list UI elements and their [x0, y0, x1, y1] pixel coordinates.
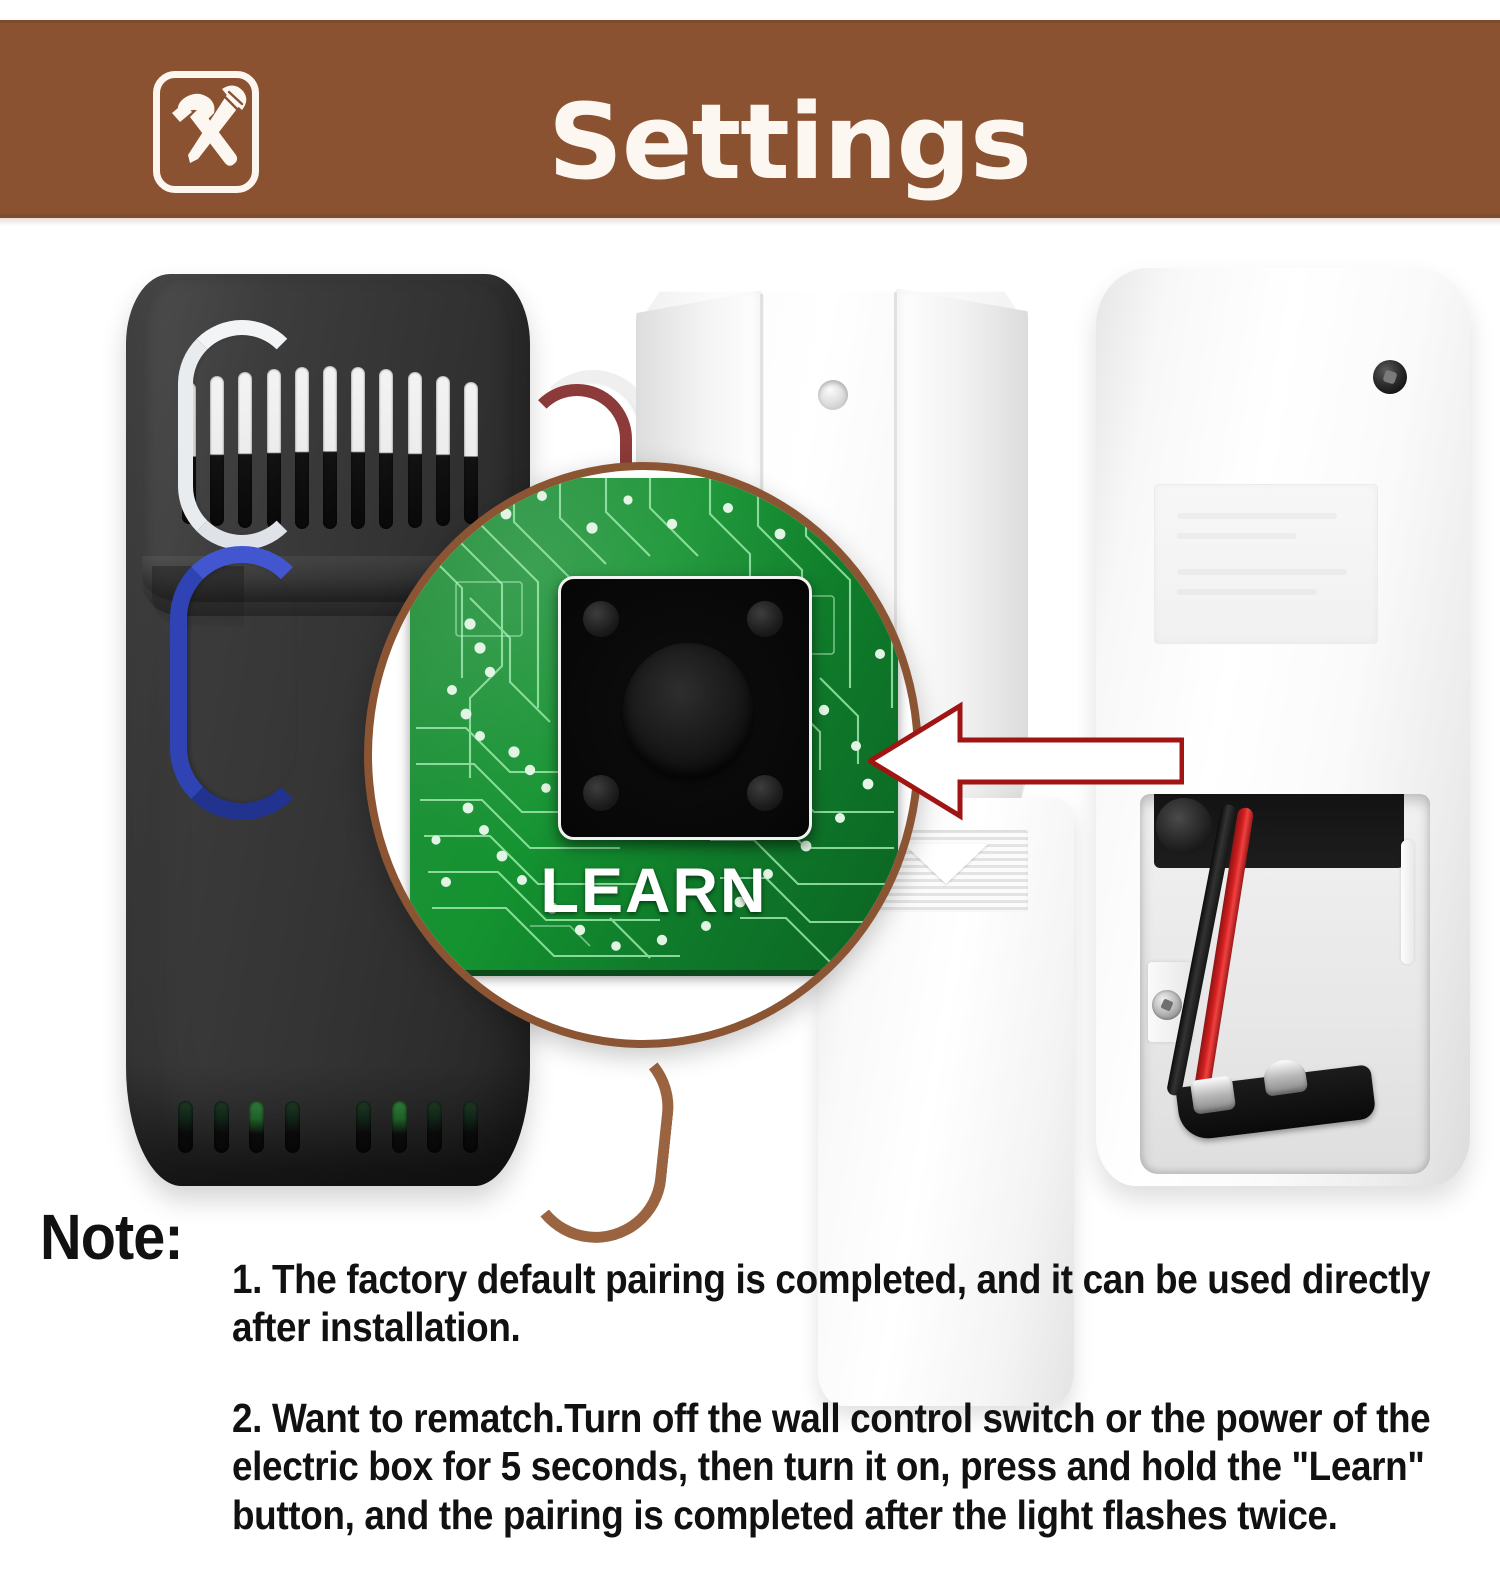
- pointer-arrow: [865, 686, 1185, 836]
- battery-snap-connector: [1175, 1057, 1377, 1146]
- bay-speaker-hole: [1156, 798, 1212, 854]
- receiver-bottom-vents: [178, 1096, 478, 1158]
- white-wire: [178, 320, 306, 550]
- page-title: Settings: [548, 81, 1032, 203]
- button-pad-top-left: [583, 601, 619, 637]
- note-item-1: 1. The factory default pairing is comple…: [232, 1256, 1431, 1351]
- bracket-screw-hole-top: [818, 380, 848, 410]
- learn-silkscreen-label: LEARN: [540, 856, 768, 926]
- note-item-2: 2. Want to rematch.Turn off the wall con…: [232, 1394, 1431, 1538]
- receiver-bottom-shade: [126, 1064, 530, 1186]
- hammer-screwdriver-icon: [153, 71, 259, 193]
- button-pad-bottom-left: [583, 775, 619, 811]
- button-pad-bottom-right: [747, 775, 783, 811]
- cover-slide-arrow-icon: [904, 844, 988, 884]
- note-list: 1. The factory default pairing is comple…: [232, 1214, 1480, 1580]
- remote-label-plate: [1154, 484, 1378, 644]
- learn-push-button[interactable]: [558, 576, 812, 840]
- snap-terminal-negative: [1189, 1075, 1237, 1115]
- snap-terminal-positive: [1261, 1057, 1309, 1097]
- pcb-board: LEARN: [410, 478, 898, 970]
- icon-frame: [153, 71, 259, 193]
- instruction-page: Settings: [0, 0, 1500, 1500]
- button-plunger[interactable]: [623, 643, 753, 779]
- note-block: Note: 1. The factory default pairing is …: [0, 1196, 1500, 1538]
- note-label: Note:: [40, 1201, 184, 1273]
- header-banner: Settings: [0, 20, 1500, 226]
- bay-guide-rail: [1401, 840, 1414, 964]
- button-pad-top-right: [747, 601, 783, 637]
- blue-wire: [170, 546, 314, 820]
- learn-button-callout: LEARN: [364, 462, 922, 1048]
- bay-screw: [1152, 990, 1182, 1020]
- bay-top-component: [1154, 794, 1404, 868]
- remote-case-screw: [1373, 360, 1407, 394]
